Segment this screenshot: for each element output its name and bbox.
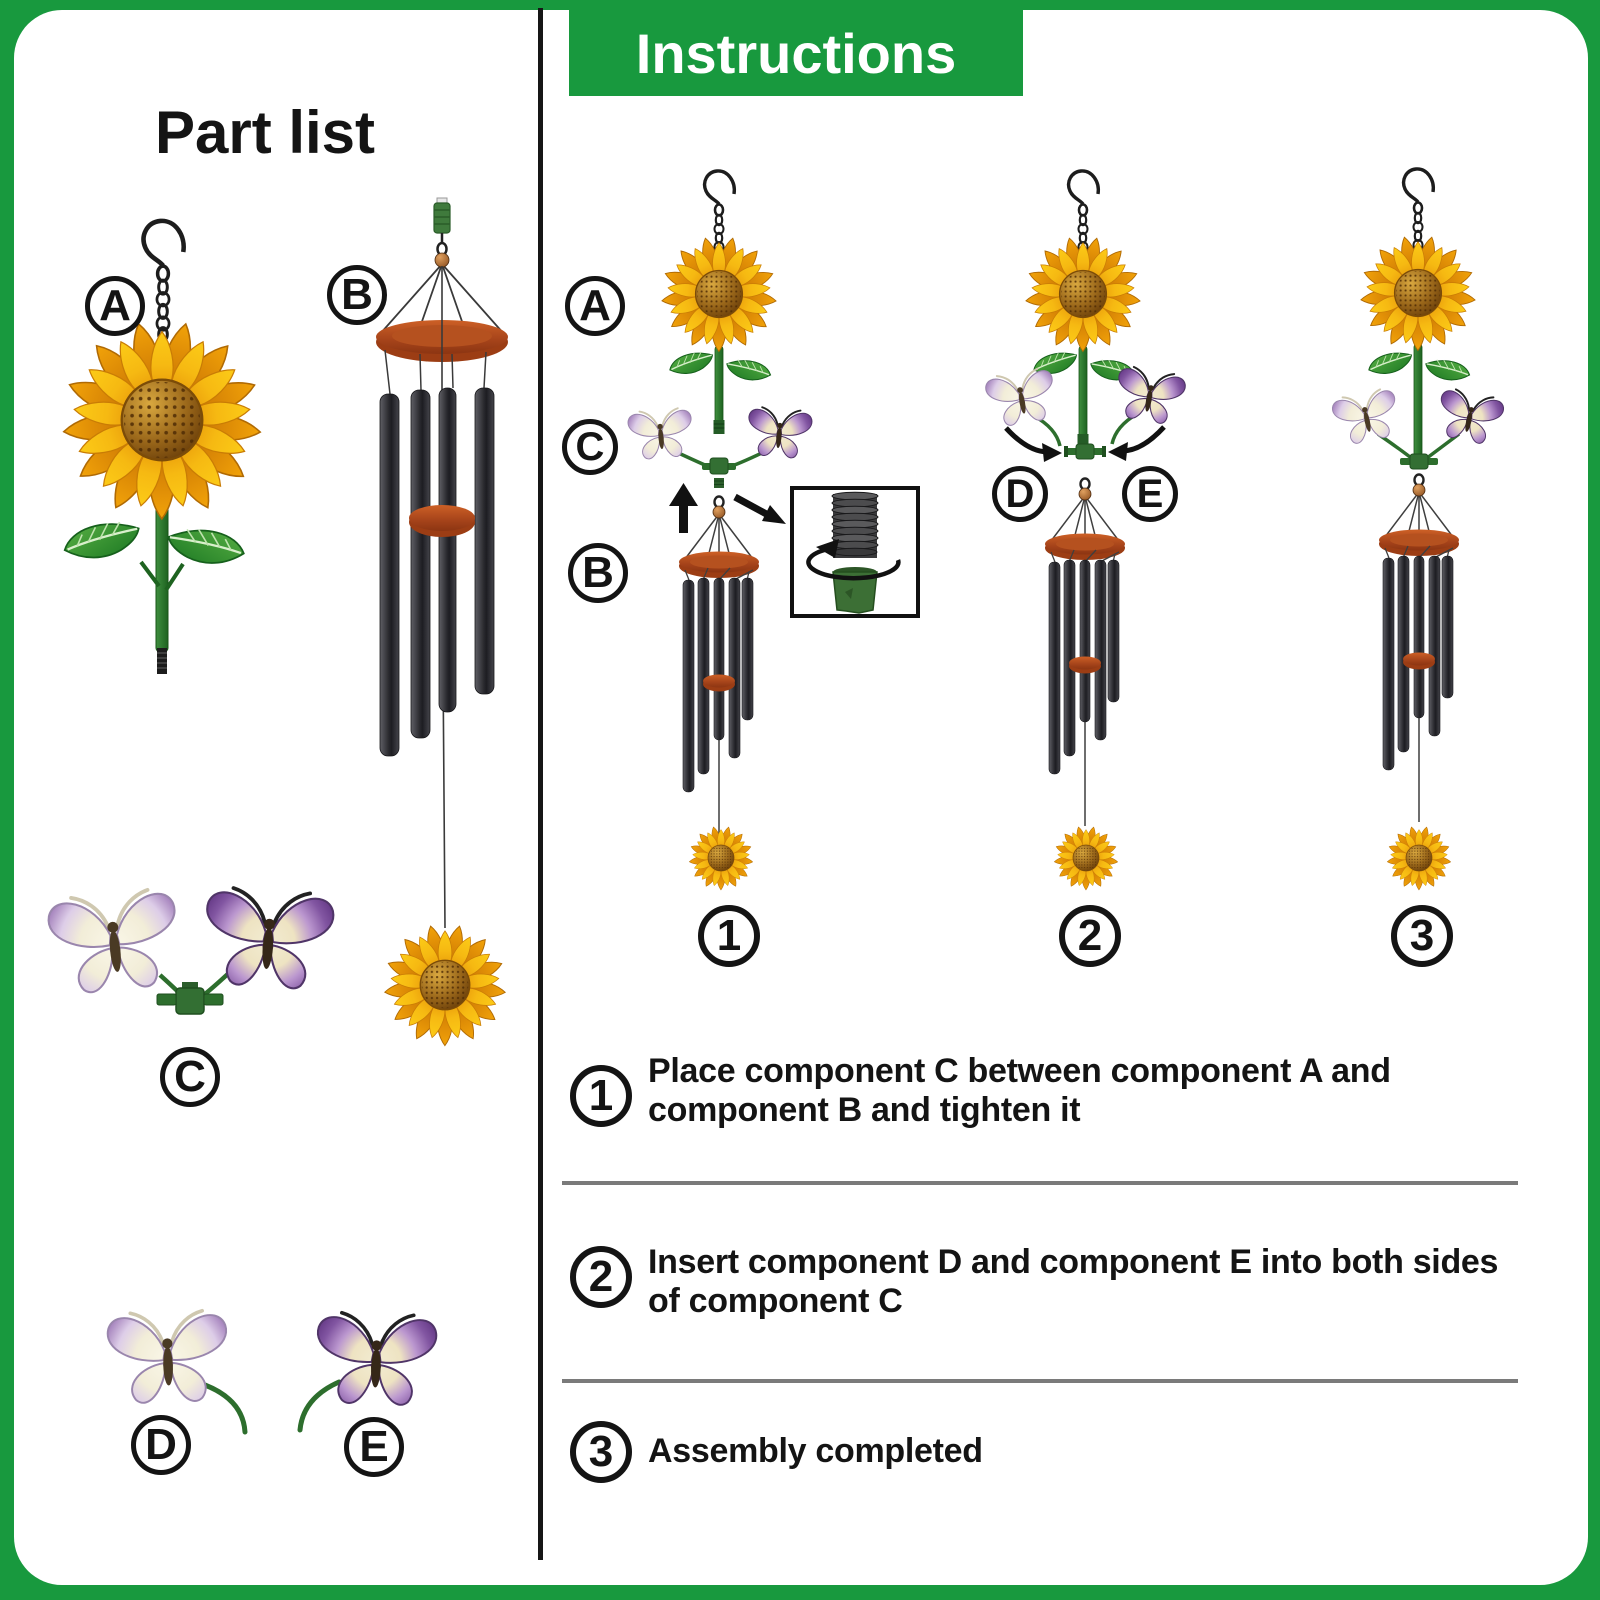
sunflower-sail-icon [1387, 826, 1451, 890]
component-e-illustration [297, 1310, 439, 1433]
part-list-title: Part list [154, 99, 376, 166]
wind-chime-icon [1043, 477, 1127, 828]
step-1-number: 1 [570, 1065, 632, 1127]
butterfly-icon [1111, 363, 1189, 428]
wind-chime-icon [677, 495, 761, 846]
butterfly-icon [200, 884, 337, 993]
leaf-icon [1365, 347, 1416, 379]
figure-number-3: 3 [1391, 905, 1453, 967]
screw-detail-inset [790, 486, 920, 618]
sunflower-icon [1025, 236, 1141, 351]
label-circle-b: B [327, 265, 387, 325]
assembly-figure-1 [626, 169, 814, 890]
fig2-label-d: D [992, 466, 1048, 522]
panel-divider [538, 8, 543, 1560]
butterfly-icon [982, 365, 1060, 430]
component-c-illustration [44, 884, 337, 1015]
sunflower-sail-icon [1054, 826, 1118, 890]
butterfly-icon [626, 406, 696, 462]
instructions-banner: Instructions [569, 10, 1023, 96]
pointer-arrow-icon [733, 493, 786, 524]
rotate-arrow-icon [806, 539, 901, 581]
insert-arrow-left-icon [1004, 426, 1062, 462]
label-circle-a: A [85, 276, 145, 336]
step-3-text: Assembly completed [648, 1432, 983, 1470]
assembly-figure-3 [1329, 167, 1507, 890]
sunflower-icon [62, 321, 261, 519]
step-2-number: 2 [570, 1246, 632, 1308]
component-b-illustration [376, 197, 508, 1046]
sunflower-sail-icon [384, 924, 506, 1045]
butterfly-icon [1329, 385, 1404, 448]
label-circle-d: D [131, 1415, 191, 1475]
page-sheet [14, 10, 1588, 1585]
sunflower-icon [1360, 235, 1476, 350]
leaf-icon [59, 515, 145, 566]
wind-chime-icon [1377, 473, 1461, 824]
component-a-illustration [59, 221, 262, 674]
figure-number-1: 1 [698, 905, 760, 967]
figure-number-2: 2 [1059, 905, 1121, 967]
butterfly-icon [1432, 385, 1507, 448]
sunflower-icon [661, 236, 777, 351]
step-divider [562, 1379, 1518, 1383]
step-1-text: Place component C between component A an… [648, 1052, 1391, 1129]
fig1-label-b: B [568, 543, 628, 603]
butterfly-icon [313, 1310, 439, 1408]
hook-icon [144, 221, 184, 341]
component-d-illustration [105, 1308, 248, 1435]
step-3-number: 3 [570, 1421, 632, 1483]
fig1-label-c: C [562, 419, 618, 475]
leaf-icon [164, 524, 248, 569]
up-arrow-icon [669, 483, 698, 533]
label-circle-e: E [344, 1417, 404, 1477]
step-divider [562, 1181, 1518, 1185]
fig1-label-a: A [565, 276, 625, 336]
assembly-figure-2 [982, 169, 1189, 890]
leaf-icon [724, 356, 774, 384]
step-2-text: Insert component D and component E into … [648, 1243, 1499, 1320]
insert-arrow-right-icon [1108, 425, 1166, 461]
instructions-title: Instructions [635, 21, 957, 85]
fig2-label-e: E [1122, 466, 1178, 522]
leaf-icon [1423, 356, 1473, 384]
label-circle-c: C [160, 1047, 220, 1107]
butterfly-icon [744, 405, 814, 461]
sunflower-sail-icon [689, 826, 753, 890]
leaf-icon [666, 347, 717, 379]
